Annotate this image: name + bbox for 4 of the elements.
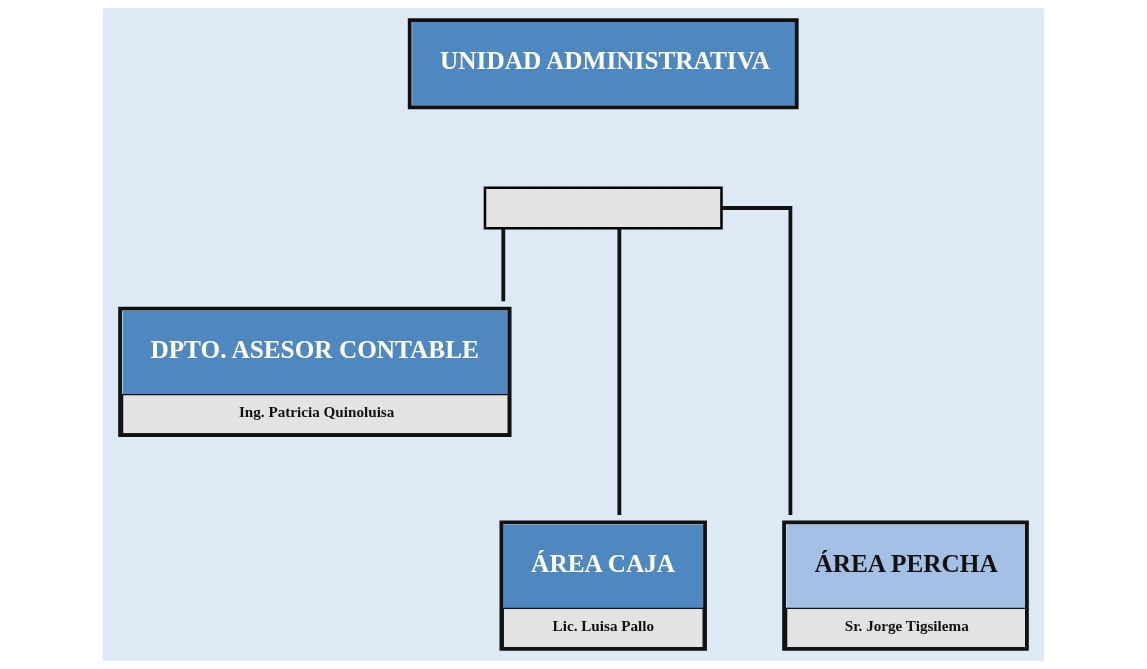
connector <box>617 228 622 516</box>
connector <box>721 206 793 515</box>
node-box <box>483 186 723 230</box>
connector <box>501 228 506 302</box>
